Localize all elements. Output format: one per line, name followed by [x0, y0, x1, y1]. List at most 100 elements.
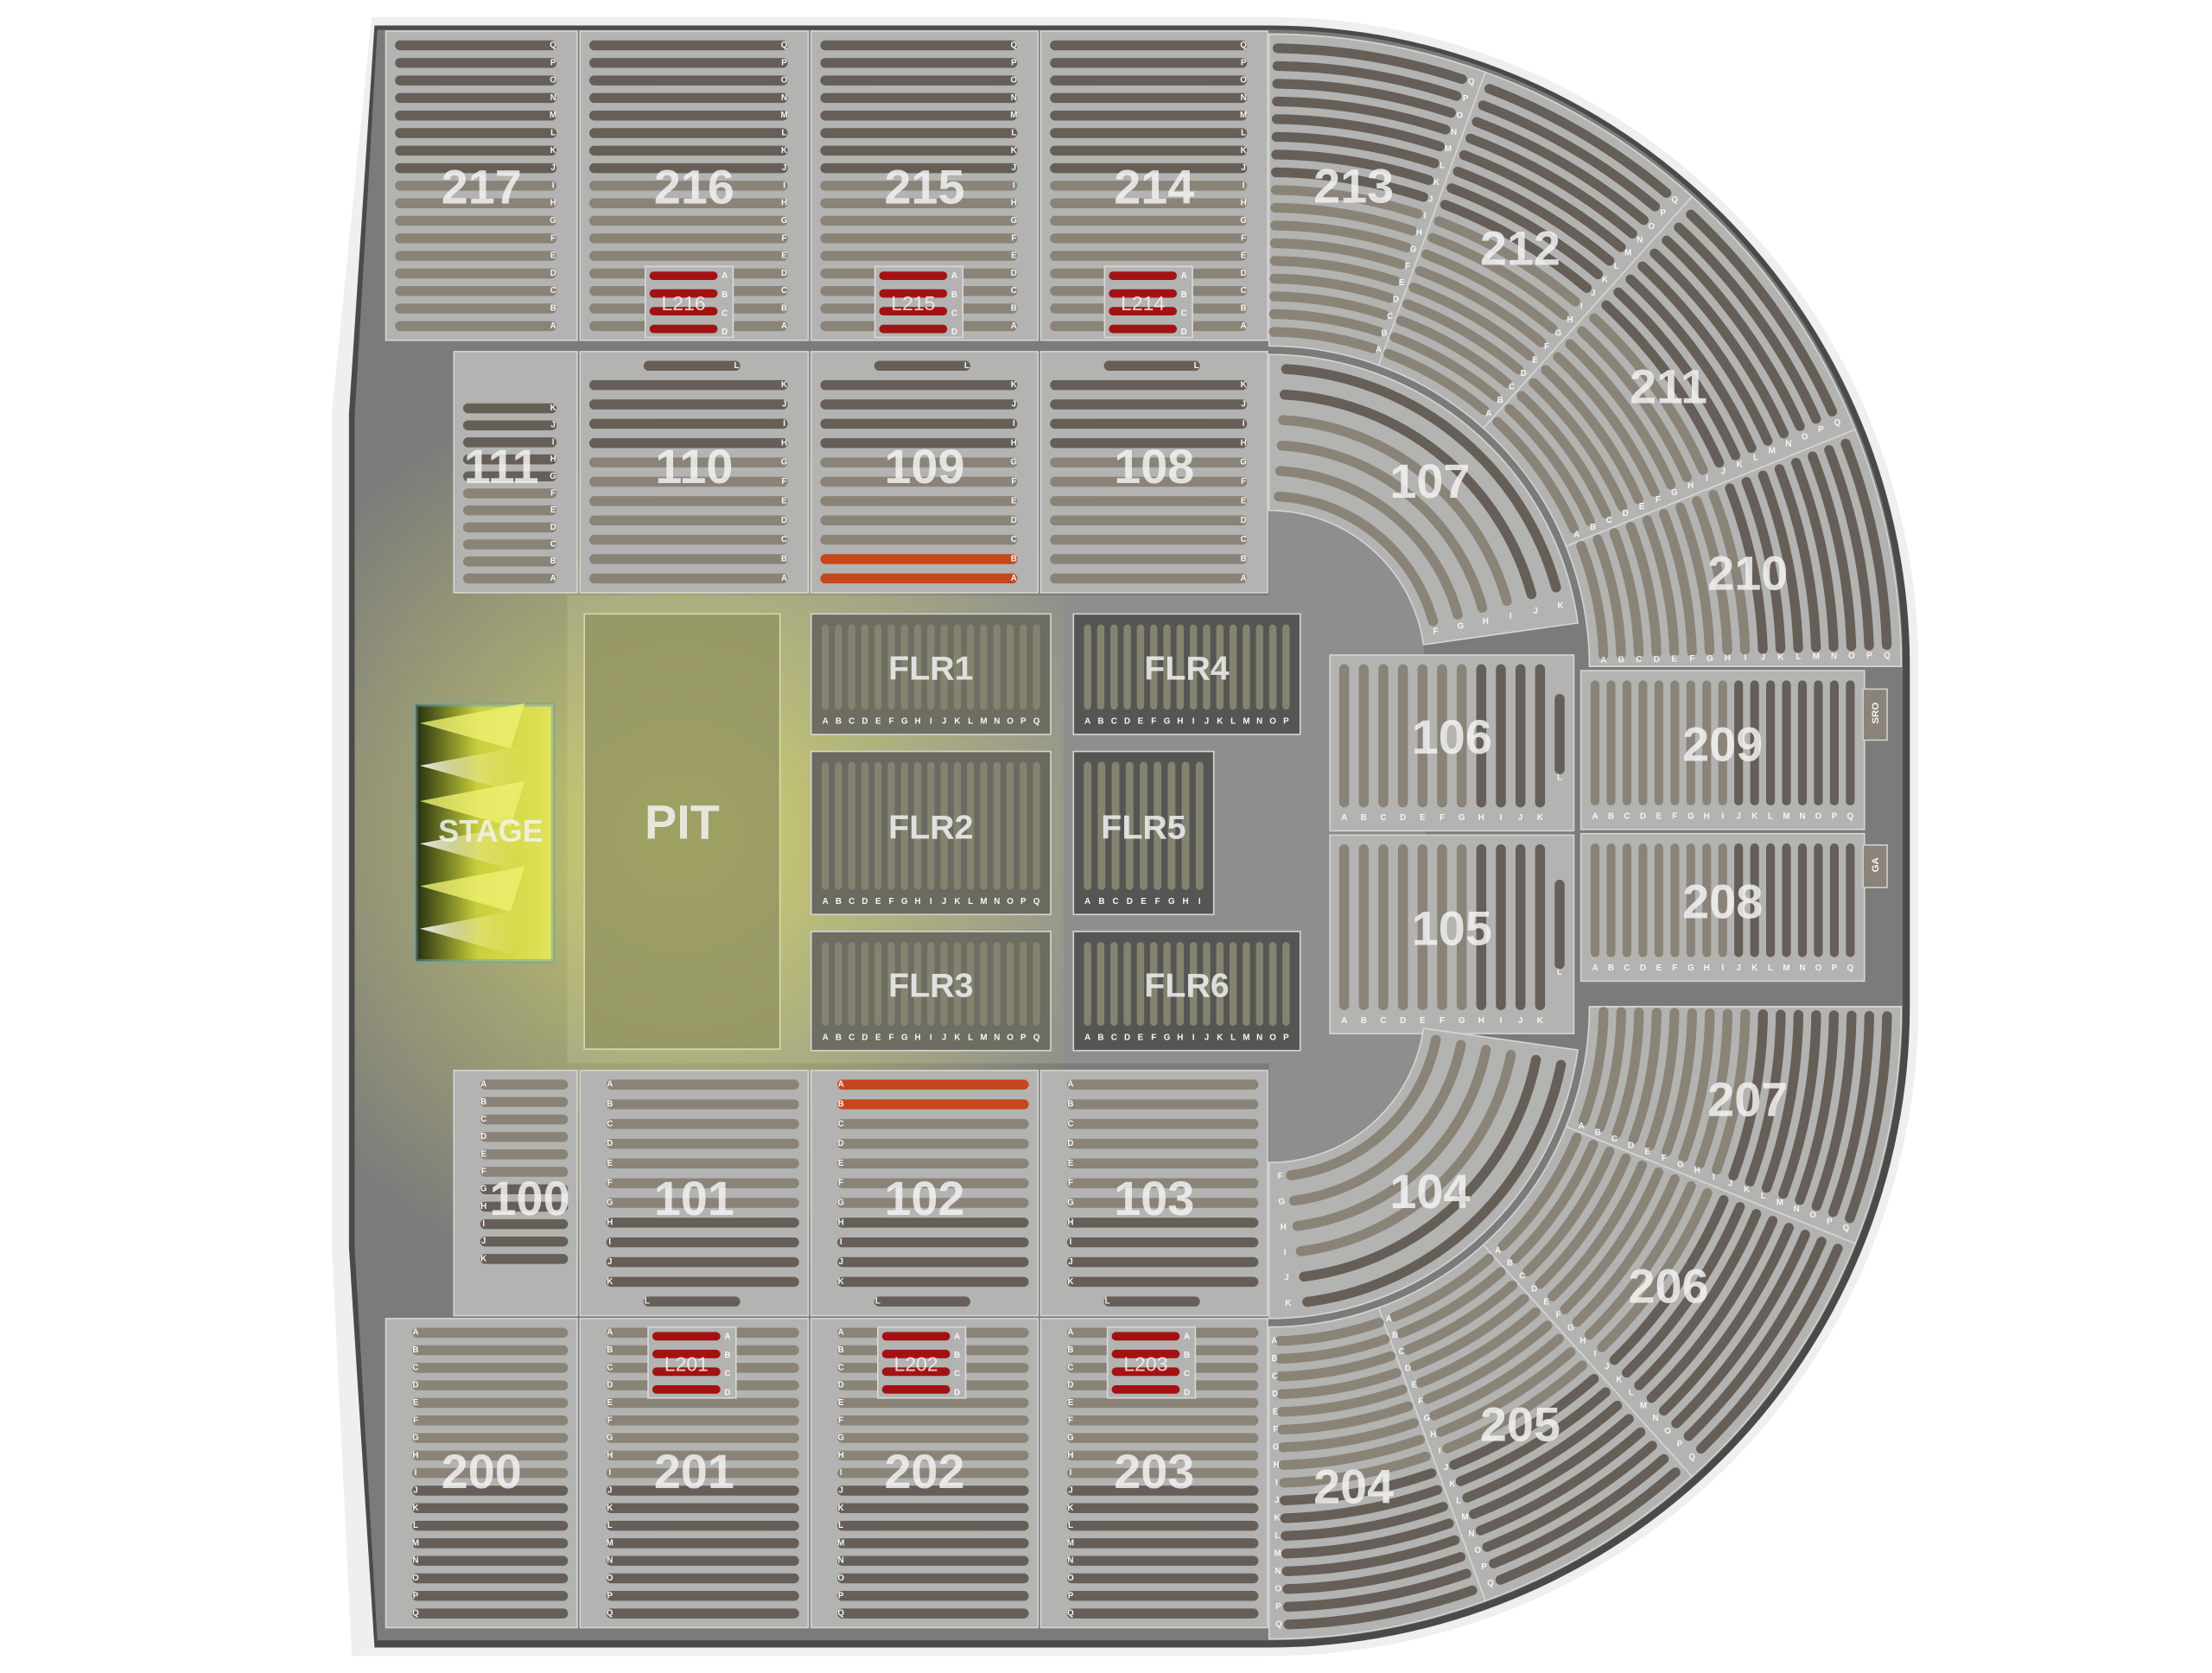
section-101[interactable]: [579, 1069, 810, 1317]
section-209[interactable]: [1580, 670, 1866, 830]
section-flr4[interactable]: [1072, 613, 1301, 735]
section-106[interactable]: [1329, 654, 1575, 832]
section-flr6[interactable]: [1072, 931, 1301, 1052]
section-206[interactable]: [1482, 1125, 1857, 1478]
ga-tag[interactable]: GA: [1862, 844, 1888, 888]
section-210[interactable]: [1565, 428, 1903, 667]
pit-section[interactable]: PIT: [583, 613, 781, 1050]
row-label: K: [954, 717, 960, 727]
row-label: A: [1084, 1033, 1090, 1042]
seat-row: [1270, 202, 1418, 236]
row-label: M: [780, 111, 787, 120]
section-202[interactable]: [810, 1318, 1039, 1629]
row-label: B: [1595, 1129, 1601, 1138]
section-100[interactable]: [453, 1069, 578, 1317]
section-208[interactable]: [1580, 832, 1866, 983]
section-212[interactable]: [1377, 71, 1694, 429]
seat-row: [1578, 1007, 1609, 1127]
section-109[interactable]: [810, 351, 1039, 594]
section-111[interactable]: [453, 351, 578, 594]
loge-l216[interactable]: [644, 265, 734, 339]
section-flr3[interactable]: [810, 931, 1052, 1052]
section-102[interactable]: [810, 1069, 1039, 1317]
section-205[interactable]: [1377, 1244, 1694, 1602]
section-207[interactable]: [1565, 1006, 1903, 1245]
section-flr2[interactable]: [810, 750, 1052, 916]
section-103[interactable]: [1039, 1069, 1268, 1317]
section-200[interactable]: [385, 1318, 578, 1629]
row-label: F: [481, 1167, 486, 1177]
section-107[interactable]: [1268, 353, 1580, 646]
row-label: J: [838, 1485, 842, 1495]
section-110[interactable]: [579, 351, 810, 594]
loge-label: L215: [891, 292, 935, 315]
loge-l202[interactable]: [877, 1326, 967, 1399]
stage[interactable]: STAGE: [413, 702, 556, 964]
section-217[interactable]: [385, 30, 578, 341]
section-108[interactable]: [1039, 351, 1268, 594]
row-label: J: [1728, 1179, 1732, 1188]
section-214[interactable]: [1039, 30, 1268, 341]
row-label: L: [1440, 162, 1445, 171]
row-label: D: [781, 269, 787, 278]
sro-tag[interactable]: SRO: [1862, 688, 1888, 741]
row-label: G: [837, 1434, 844, 1443]
loge-l215[interactable]: [874, 265, 964, 339]
row-label: D: [1011, 516, 1017, 525]
section-211[interactable]: [1482, 195, 1857, 548]
section-104[interactable]: [1268, 1027, 1580, 1320]
section-213[interactable]: [1268, 33, 1486, 366]
row-label: H: [1183, 897, 1189, 906]
section-204[interactable]: [1268, 1307, 1486, 1640]
section-flr5[interactable]: [1072, 750, 1215, 916]
loge-l201[interactable]: [647, 1326, 737, 1399]
loge-l214[interactable]: [1103, 265, 1193, 339]
section-105[interactable]: [1329, 834, 1575, 1034]
section-flr1[interactable]: [810, 613, 1052, 735]
row-label: H: [1694, 1167, 1700, 1176]
loge-l203[interactable]: [1106, 1326, 1197, 1399]
